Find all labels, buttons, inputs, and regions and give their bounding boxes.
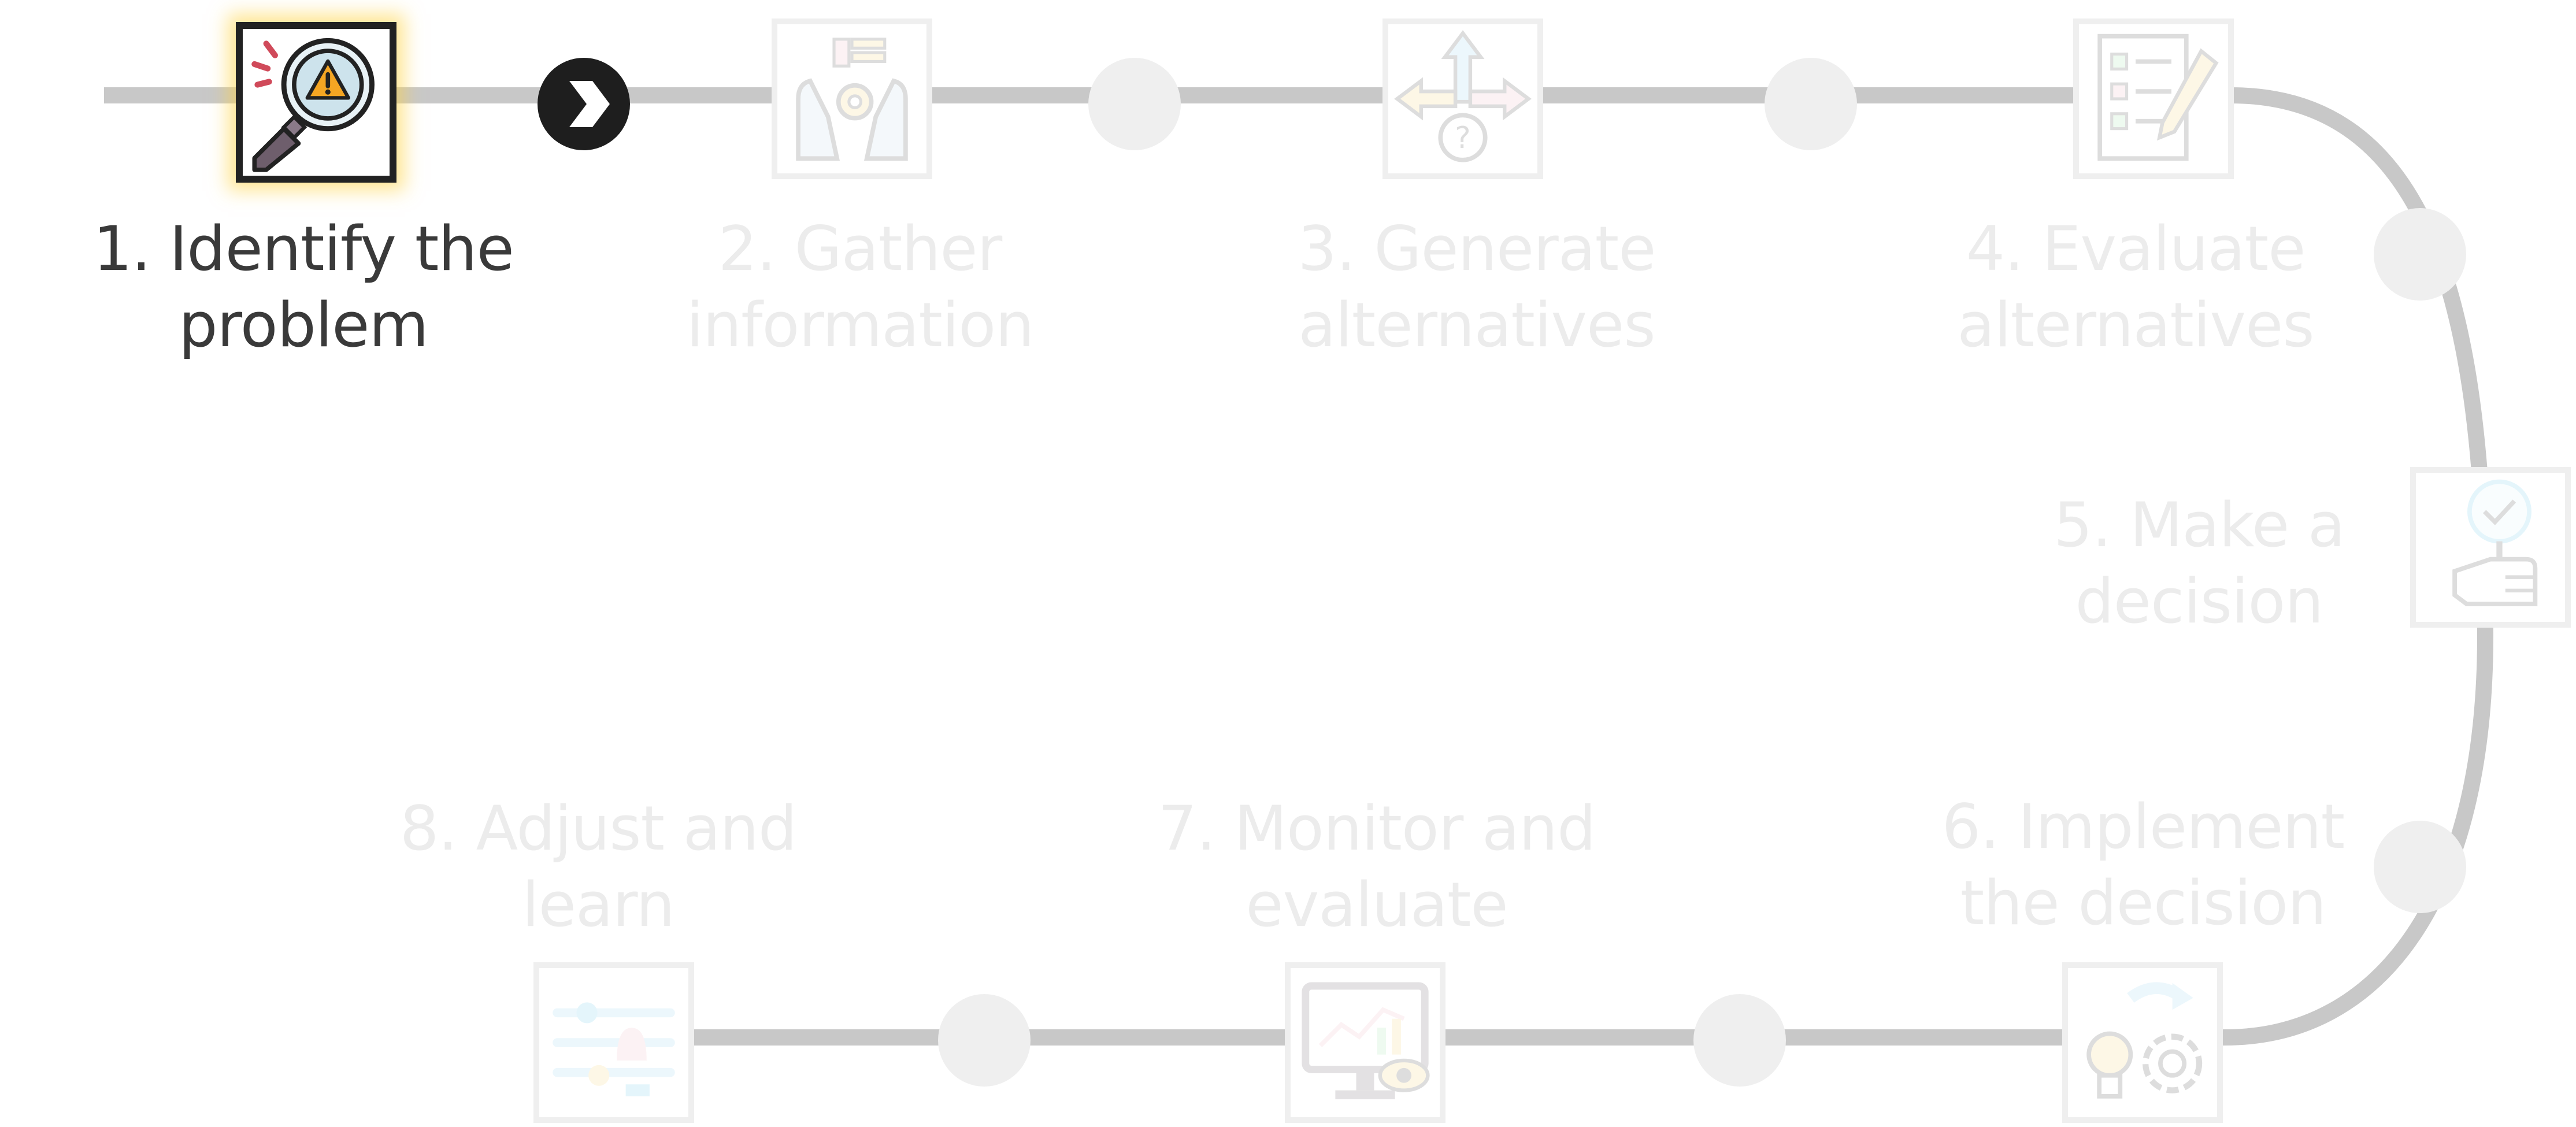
- step-8-label: 8. Adjust and learn: [399, 793, 797, 940]
- crossroads-question-icon: ?: [1394, 30, 1532, 162]
- step-6-label: 6. Implement the decision: [1941, 791, 2345, 939]
- connector-node: [938, 994, 1031, 1087]
- step-4-icon-box[interactable]: [2073, 18, 2234, 179]
- step-7-label: 7. Monitor and evaluate: [1158, 793, 1596, 940]
- step-6-icon-box[interactable]: [2062, 962, 2223, 1123]
- step-1-icon-box[interactable]: [236, 22, 396, 183]
- step-2-icon-box[interactable]: [772, 18, 932, 179]
- bulb-gear-icon: [2086, 982, 2203, 1099]
- monitor-chart-eye-icon: [1302, 982, 1430, 1100]
- connector-node: [1693, 994, 1786, 1087]
- connector-node: [1765, 58, 1857, 150]
- connector-node: [2374, 208, 2466, 301]
- chevron-right-icon: [569, 81, 610, 127]
- step-5-label: 5. Make a decision: [2054, 490, 2345, 637]
- hands-data-gear-icon: [796, 38, 908, 161]
- connector-node: [1088, 58, 1181, 150]
- magnifier-warning-icon: [251, 38, 375, 172]
- step-1-label: 1. Identify the problem: [93, 213, 514, 361]
- next-step-button[interactable]: [538, 58, 630, 150]
- svg-text:?: ?: [1455, 121, 1470, 155]
- step-5-icon-box[interactable]: [2410, 467, 2571, 628]
- checklist-pencil-icon: [2097, 34, 2219, 161]
- hand-check-sign-icon: [2452, 479, 2538, 606]
- step-3-label: 3. Generate alternatives: [1298, 213, 1656, 361]
- step-4-label: 4. Evaluate alternatives: [1957, 213, 2314, 361]
- sliders-adjust-icon: [553, 1002, 675, 1096]
- step-8-icon-box[interactable]: [533, 962, 694, 1123]
- step-2-label: 2. Gather information: [686, 213, 1035, 361]
- connector-node: [2374, 821, 2466, 913]
- step-7-icon-box[interactable]: [1285, 962, 1445, 1123]
- step-3-icon-box[interactable]: ?: [1382, 18, 1543, 179]
